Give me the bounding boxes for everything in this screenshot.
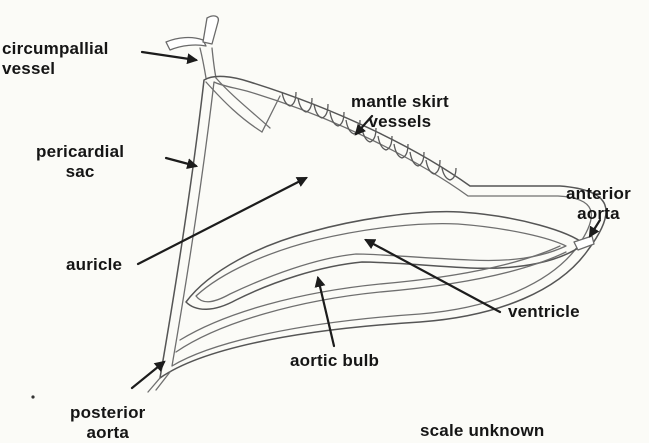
circumpallial-vessel-shape bbox=[166, 16, 218, 78]
stray-dot bbox=[31, 395, 34, 398]
label-circumpallial-line2: vessel bbox=[2, 59, 109, 79]
label-ventricle: ventricle bbox=[508, 302, 580, 322]
label-anterior-line1: anterior bbox=[566, 184, 631, 204]
label-pericardial-sac: pericardial sac bbox=[36, 142, 124, 182]
mantle-connecting-tube bbox=[206, 78, 280, 132]
label-anterior-aorta: anterior aorta bbox=[566, 184, 631, 224]
label-scale: scale unknown bbox=[420, 421, 544, 441]
posterior-aorta-leader bbox=[132, 362, 164, 388]
label-auricle: auricle bbox=[66, 255, 122, 275]
posterior-aorta-shape bbox=[148, 372, 170, 392]
label-mantle-skirt-line2: vessels bbox=[351, 112, 449, 132]
auricle-leader bbox=[138, 178, 306, 264]
label-circumpallial-vessel: circumpallial vessel bbox=[2, 39, 109, 79]
label-pericardial-line1: pericardial bbox=[36, 142, 124, 162]
circumpallial-leader bbox=[142, 52, 196, 60]
pericardial-sac-leader bbox=[166, 158, 196, 166]
label-mantle-skirt-line1: mantle skirt bbox=[351, 92, 449, 112]
anterior-aorta-shape bbox=[574, 236, 594, 250]
label-pericardial-line2: sac bbox=[36, 162, 124, 182]
ventricle-leader bbox=[366, 240, 500, 312]
label-circumpallial-line1: circumpallial bbox=[2, 39, 109, 59]
label-anterior-line2: aorta bbox=[566, 204, 631, 224]
ventricle-shape bbox=[186, 212, 584, 310]
aortic-bulb-leader bbox=[318, 278, 334, 346]
label-aortic-bulb: aortic bulb bbox=[290, 351, 379, 371]
label-mantle-skirt-vessels: mantle skirt vessels bbox=[351, 92, 449, 132]
label-posterior-line2: aorta bbox=[70, 423, 145, 443]
label-posterior-line1: posterior bbox=[70, 403, 145, 423]
label-posterior-aorta: posterior aorta bbox=[70, 403, 145, 443]
